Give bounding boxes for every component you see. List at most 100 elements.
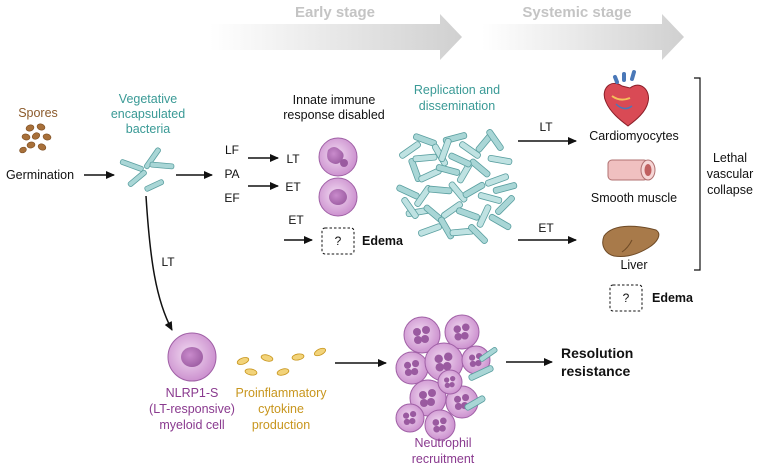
spores-icon xyxy=(19,123,52,154)
neutrophil-nucleus-lobe xyxy=(414,336,422,344)
et-arrow-2-label: ET xyxy=(288,213,304,227)
bacterium-rod xyxy=(418,223,442,237)
edema-question-2: ? xyxy=(623,291,630,305)
spores-label: Spores xyxy=(18,106,58,120)
lethal-bracket xyxy=(694,77,701,271)
bacteria-cluster-icon xyxy=(396,129,518,244)
replication-label-1: Replication and xyxy=(414,83,500,97)
bacterium-rod xyxy=(492,182,518,194)
neutrophil-nucleus-lobe xyxy=(439,425,446,432)
bacterium-rod xyxy=(486,129,504,151)
neutrophil-nucleus-lobe xyxy=(435,363,444,372)
neutrophil-nucleus-lobe xyxy=(422,326,430,334)
neutrophil-nucleus-lobe xyxy=(454,332,462,341)
neutrophil-nucleus-lobe xyxy=(450,376,456,382)
nlrp1-label-3: myeloid cell xyxy=(159,418,224,432)
neutrophil-nucleus-lobe xyxy=(453,325,462,333)
bacterium-rod xyxy=(456,207,480,221)
neutrophil-nucleus-lobe xyxy=(469,354,476,361)
neutrophil-nucleus-lobe xyxy=(442,362,452,371)
neutrophil-nucleus-lobe xyxy=(440,417,447,425)
vegetative-label-1: Vegetative xyxy=(119,92,177,106)
edema-label-2: Edema xyxy=(652,291,694,305)
bacterium-rod xyxy=(399,141,421,159)
neutrophil-nucleus-lobe xyxy=(444,377,450,383)
neutrophil-cell xyxy=(424,409,456,441)
neutrophil-nucleus-lobe xyxy=(434,354,443,364)
neutrophil-nucleus-lobe xyxy=(449,382,455,388)
neutrophil-nucleus-lobe xyxy=(419,391,427,399)
vegetative-label-3: bacteria xyxy=(126,122,171,136)
bacterium-rod xyxy=(427,185,453,195)
neutrophil-nucleus-lobe xyxy=(412,360,420,368)
systemic-stage-arrow xyxy=(482,14,684,60)
bacterium-rod xyxy=(462,181,486,199)
cytokine-icon xyxy=(236,347,326,376)
cardiomyocytes-label: Cardiomyocytes xyxy=(589,129,679,143)
bacterium-rod xyxy=(488,213,512,231)
bacterium-rod xyxy=(477,192,503,204)
neutrophil-nucleus-lobe xyxy=(403,412,410,419)
et-arrow-1-label: ET xyxy=(285,180,301,194)
lethal-label-2: vascular xyxy=(707,167,754,181)
systemic-stage-label: Systemic stage xyxy=(522,4,631,21)
nlrp1-label-2: (LT-responsive) xyxy=(149,402,235,416)
macrophage-disabled-icon xyxy=(318,177,358,217)
toxin-pa-label: PA xyxy=(224,167,239,181)
bacterium-rod xyxy=(401,197,419,219)
vegetative-label-2: encapsulated xyxy=(111,107,185,121)
cytokine-label-1: Proinflammatory xyxy=(236,386,328,400)
neutrophil-nucleus-lobe xyxy=(444,382,451,389)
innate-label-2: response disabled xyxy=(283,108,385,122)
lt-down-label: LT xyxy=(161,255,175,269)
smooth-muscle-icon xyxy=(607,159,656,181)
neutrophil-nucleus-lobe xyxy=(420,399,428,407)
neutrophil-nucleus-lobe xyxy=(427,398,435,406)
neutrophil-nucleus-lobe xyxy=(462,323,470,332)
bacterium-rod xyxy=(408,158,422,182)
edema-question-1: ? xyxy=(335,234,342,248)
neutrophil-nucleus-lobe xyxy=(469,360,476,367)
bacterium-rod xyxy=(396,184,420,200)
resolution-label-2: resistance xyxy=(561,363,630,379)
toxin-lf-label: LF xyxy=(225,143,239,157)
replication-label-2: dissemination xyxy=(419,99,495,113)
lethal-label-1: Lethal xyxy=(713,151,747,165)
innate-label-1: Innate immune xyxy=(293,93,376,107)
neutrophil-label-2: recruitment xyxy=(412,452,475,466)
neutrophil-cell xyxy=(444,314,480,350)
edema-question-box-1 xyxy=(321,227,355,255)
germination-label: Germination xyxy=(6,168,74,182)
et-arrow-3-label: ET xyxy=(538,221,554,235)
early-stage-arrow xyxy=(210,14,462,60)
resolution-label-1: Resolution xyxy=(561,345,633,361)
toxin-ef-label: EF xyxy=(224,191,239,205)
neutrophil-nucleus-lobe xyxy=(454,402,463,411)
vegetative-bacteria-icon xyxy=(119,147,175,192)
heart-icon xyxy=(603,70,649,127)
neutrophil-label-1: Neutrophil xyxy=(415,436,472,450)
neutrophil-nucleus-lobe xyxy=(411,368,419,376)
lt-down-arrow xyxy=(145,195,173,331)
bacterium-rod xyxy=(495,195,515,215)
neutrophil-nucleus-lobe xyxy=(409,418,416,425)
neutrophil-nucleus-lobe xyxy=(421,335,429,343)
neutrophil-nucleus-lobe xyxy=(428,389,436,397)
liver-label: Liver xyxy=(620,258,647,272)
bacterium-rod xyxy=(435,164,461,176)
lethal-label-3: collapse xyxy=(707,183,753,197)
neutrophil-nucleus-lobe xyxy=(432,419,440,426)
bacterium-rod xyxy=(487,154,513,166)
neutrophil-cell xyxy=(437,369,463,395)
bacterium-rod xyxy=(412,153,438,163)
neutrophil-cell xyxy=(395,351,429,385)
neutrophil-disabled-icon xyxy=(318,137,358,177)
bacterium-rod xyxy=(476,204,492,228)
neutrophil-nucleus-lobe xyxy=(444,352,453,361)
myeloid-cell-icon xyxy=(167,332,217,382)
lt-arrow-1-label: LT xyxy=(286,152,300,166)
edema-question-box-2 xyxy=(609,284,643,312)
bacterium-rod xyxy=(448,181,468,203)
neutrophil-nucleus-lobe xyxy=(475,360,482,367)
